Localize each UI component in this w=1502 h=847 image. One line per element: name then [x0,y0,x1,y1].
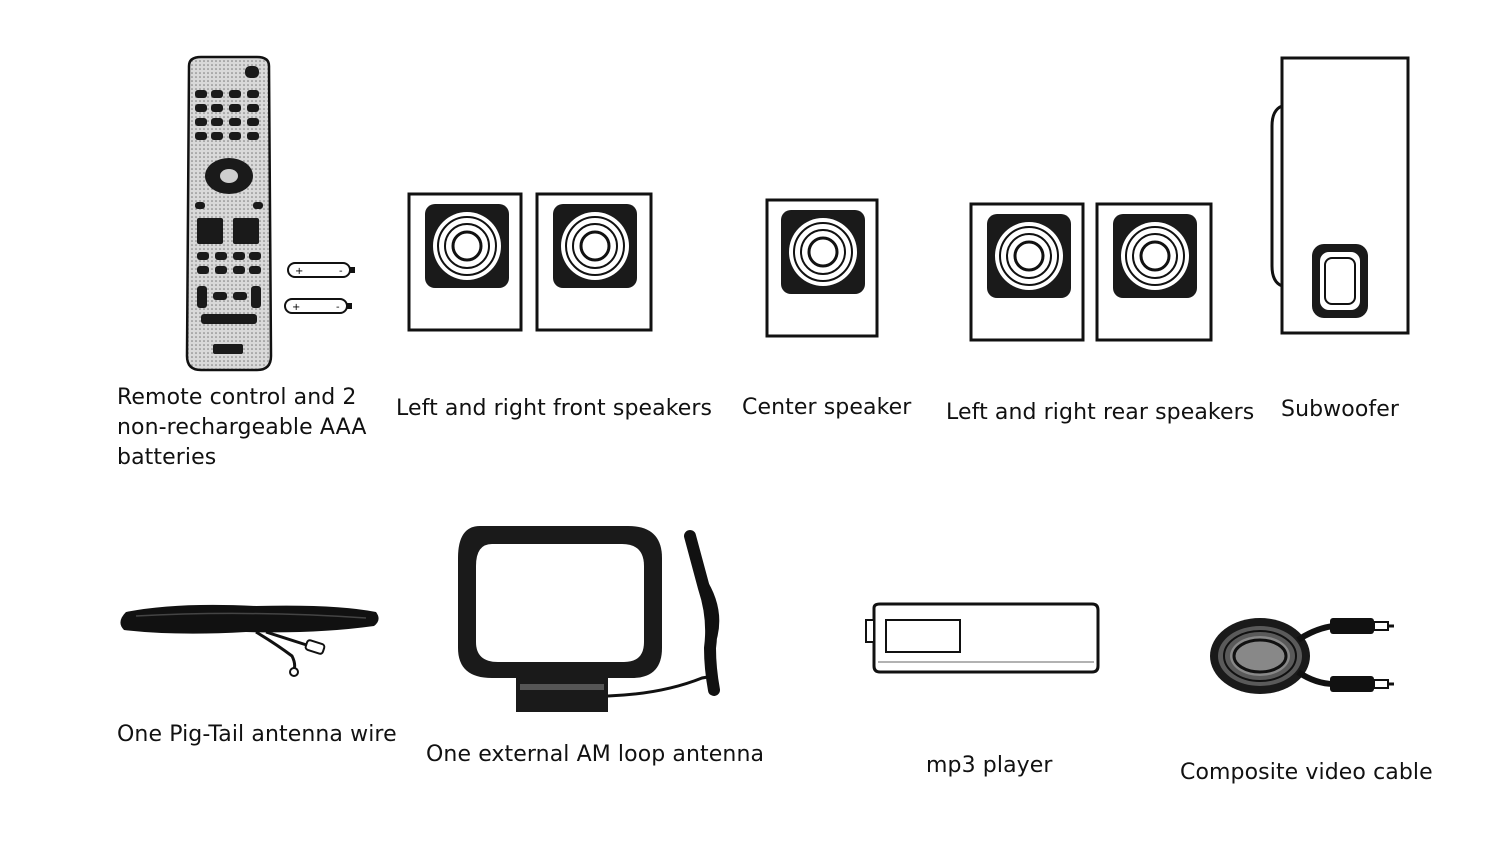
subwoofer-caption: Subwoofer [1281,397,1400,422]
subwoofer-icon [1270,56,1412,338]
battery-icon: + - + - [284,260,357,318]
svg-text:+: + [292,302,300,313]
am-loop-antenna-icon [452,518,730,716]
am-loop-caption: One external AM loop antenna [426,742,765,767]
mp3-caption: mp3 player [926,753,1053,778]
remote-caption-line-3: batteries [117,445,217,470]
svg-text:-: - [336,302,340,313]
pigtail-caption: One Pig-Tail antenna wire [117,722,397,747]
video-cable-caption: Composite video cable [1180,760,1433,785]
center-speaker-caption: Center speaker [742,395,912,420]
remote-caption-line-2: non-rechargeable AAA [117,415,367,440]
svg-text:+: + [295,266,303,277]
antenna-wire-icon [116,596,384,678]
remote-caption: Remote control and 2 non-rechargeable AA… [117,383,367,473]
center-speaker-icon [765,198,881,340]
front-speakers-icon [407,192,655,334]
video-cable-icon [1206,610,1396,702]
remote-control-icon [183,55,275,372]
rear-speakers-icon [969,202,1215,344]
remote-caption-line-1: Remote control and 2 [117,385,357,410]
mp3-player-icon [864,602,1102,674]
svg-text:-: - [339,266,343,277]
rear-speakers-caption: Left and right rear speakers [946,400,1255,425]
front-speakers-caption: Left and right front speakers [396,396,713,421]
